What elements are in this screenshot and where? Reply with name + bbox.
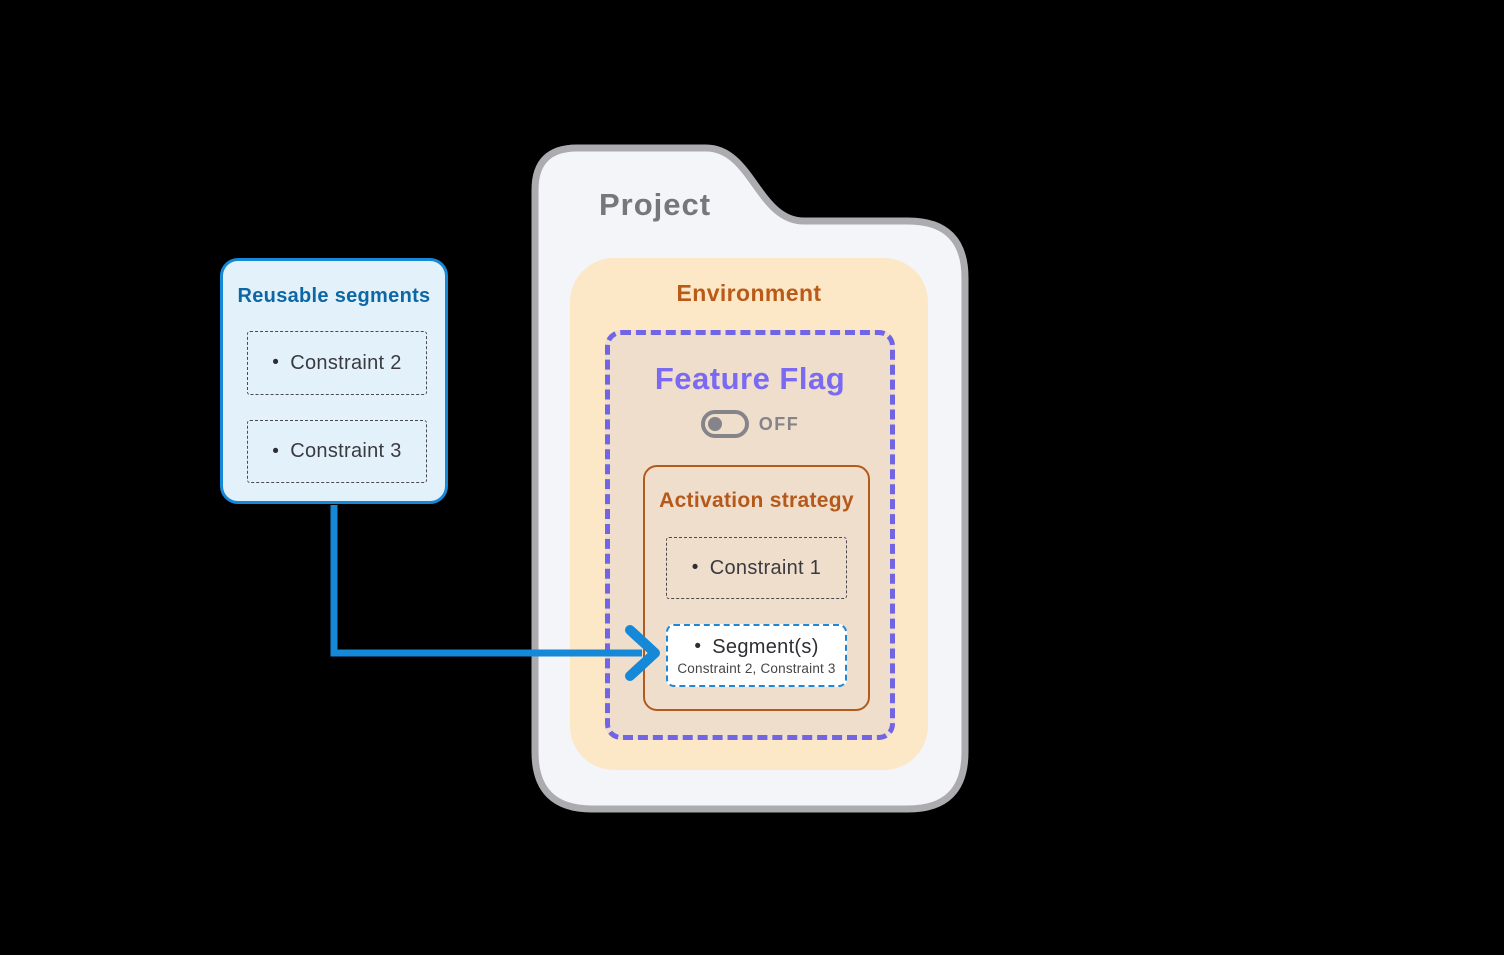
toggle-knob-icon — [707, 417, 722, 431]
constraint-1-box: • Constraint 1 — [666, 537, 847, 599]
feature-flag-toggle: OFF — [610, 410, 890, 438]
reusable-segments-title: Reusable segments — [237, 285, 431, 307]
constraint-1-label: Constraint 1 — [709, 556, 822, 579]
bullet-icon: • — [272, 352, 280, 373]
toggle-off-icon — [700, 410, 749, 438]
segments-label-row: • Segment(s) — [694, 636, 818, 659]
constraint-2-label: Constraint 2 — [290, 351, 402, 374]
constraint-2-box: • Constraint 2 — [247, 331, 427, 395]
environment-title: Environment — [676, 280, 822, 306]
bullet-icon: • — [694, 636, 702, 657]
environment-box: Environment Feature Flag OFF Activation … — [570, 258, 928, 770]
segments-detail: Constraint 2, Constraint 3 — [677, 660, 836, 676]
feature-flag-title: Feature Flag — [654, 361, 846, 396]
segments-label: Segment(s) — [712, 635, 819, 658]
constraint-3-box: • Constraint 3 — [247, 420, 427, 483]
bullet-icon: • — [691, 557, 699, 578]
reusable-segments-box: Reusable segments • Constraint 2 • Const… — [220, 258, 448, 504]
bullet-icon: • — [272, 440, 280, 462]
feature-flag-box: Feature Flag OFF Activation strategy • C… — [605, 330, 895, 740]
segments-box: • Segment(s) Constraint 2, Constraint 3 — [666, 624, 847, 687]
activation-strategy-title: Activation strategy — [659, 489, 854, 512]
activation-strategy-box: Activation strategy • Constraint 1 • Seg… — [643, 465, 870, 711]
project-title: Project — [599, 187, 712, 222]
toggle-state-label: OFF — [758, 413, 800, 434]
constraint-3-label: Constraint 3 — [290, 440, 402, 462]
